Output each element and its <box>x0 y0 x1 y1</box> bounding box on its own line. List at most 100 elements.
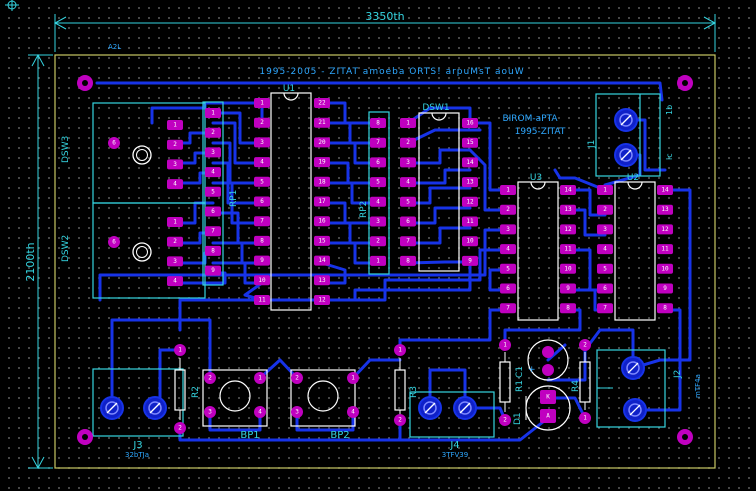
u1-pad: 10 <box>254 275 270 286</box>
u3-pad: 8 <box>560 303 576 314</box>
r2-pad-number: 2 <box>178 425 182 432</box>
rp2-pad: 2 <box>370 236 386 247</box>
j3-label: J3 <box>132 440 142 451</box>
u1-pad: 13 <box>314 275 330 286</box>
r3-pad-number: 2 <box>398 417 402 424</box>
u1-pad-number: 15 <box>318 237 326 244</box>
height-dimension: 2100th <box>24 53 53 470</box>
dsw1-pad: 5 <box>400 196 416 207</box>
resistor-r3[interactable]: R3 <box>394 358 419 420</box>
u1-pad-number: 8 <box>260 237 264 244</box>
rp2-pad-number: 6 <box>376 159 380 166</box>
u3-pad: 10 <box>560 263 576 274</box>
u2-pad-number: 2 <box>603 206 607 213</box>
r2-label: R2 <box>191 386 201 398</box>
u2-pad-number: 5 <box>603 265 607 272</box>
u2-pad: 12 <box>657 224 673 235</box>
rp1-pad: 3 <box>205 147 221 158</box>
connector-j1[interactable]: J1 1b lc <box>587 93 674 177</box>
dsw1-pad-number: 4 <box>406 179 410 186</box>
u1-pad-number: 13 <box>318 277 326 284</box>
r1-pad: 1 <box>499 339 511 351</box>
dip-switch-dsw1[interactable]: DSW1 <box>418 103 460 272</box>
u1-pad: 1 <box>254 98 270 108</box>
u3-pad: 2 <box>500 204 516 215</box>
resistor-pack-rp2[interactable]: RP2 <box>359 111 390 275</box>
u1-pad-number: 21 <box>318 119 326 126</box>
u3-pad-number: 5 <box>506 265 510 272</box>
rp2-pad: 7 <box>370 137 386 148</box>
dsw2-pad: 3 <box>167 256 183 267</box>
dsw2-pad-number: 1 <box>173 219 177 226</box>
r2-pad: 2 <box>174 422 186 434</box>
u3-pad-number: 12 <box>564 226 572 233</box>
j3-text: 32bTJa <box>125 451 149 459</box>
r1-pad-number: 1 <box>503 342 507 349</box>
u2-pad: 14 <box>657 185 673 195</box>
u2-pad: 3 <box>597 224 613 235</box>
rp1-label: RP1 <box>229 190 239 207</box>
board-outline <box>54 54 716 469</box>
bp1-pad: 1 <box>254 372 266 384</box>
ic-u2[interactable]: U2 <box>614 173 656 321</box>
rp1-pad-number: 5 <box>211 188 215 195</box>
rp2-pad-number: 8 <box>376 120 380 127</box>
rp2-pad: 4 <box>370 196 386 207</box>
u1-pad-number: 12 <box>318 297 326 304</box>
rp1-pad-number: 8 <box>211 247 215 254</box>
dsw1-pad: 15 <box>462 137 478 148</box>
resistor-r4[interactable]: R4 <box>571 352 591 410</box>
connector-j4[interactable]: J4 3TFV39 <box>409 391 495 459</box>
u1-pad-number: 2 <box>260 119 264 126</box>
ic-u3[interactable]: U3 <box>517 173 559 321</box>
u1-pad: 14 <box>314 255 330 266</box>
u2-pad-number: 7 <box>603 305 607 312</box>
u3-pad-number: 1 <box>506 187 510 194</box>
u1-pad: 15 <box>314 235 330 246</box>
led-d1[interactable]: D1 <box>513 385 571 431</box>
dsw3-pad-number: 4 <box>173 181 177 188</box>
resistor-pack-rp1[interactable]: RP1 <box>202 101 239 286</box>
u1-pad-number: 1 <box>260 100 264 107</box>
rp1-pad-number: 2 <box>211 129 215 136</box>
dsw1-pad-number: 5 <box>406 198 410 205</box>
dsw1-pad: 14 <box>462 157 478 168</box>
rp1-pad-number: 6 <box>211 208 215 215</box>
dsw2-pad: 1 <box>167 217 183 227</box>
rp1-pad: 2 <box>205 127 221 138</box>
r3-label: R3 <box>409 386 419 398</box>
j4-label: J4 <box>449 440 459 451</box>
u3-pad-number: 4 <box>506 246 510 253</box>
r3-pad: 2 <box>394 414 406 426</box>
rp2-pad-number: 3 <box>376 218 380 225</box>
pushbutton-bp1[interactable]: BP1 <box>202 369 268 441</box>
u3-pad-number: 13 <box>564 206 572 213</box>
capacitor-c1[interactable]: + C1 <box>515 339 569 381</box>
connector-j2[interactable]: J2 mTF4a <box>596 349 702 428</box>
dsw2-common-pad: 6 <box>108 236 120 248</box>
u1-pad-number: 19 <box>318 159 326 166</box>
u3-pad: 1 <box>500 185 516 195</box>
u2-pad-number: 3 <box>603 226 607 233</box>
rp1-pad: 5 <box>205 186 221 197</box>
rp1-pad: 9 <box>205 265 221 276</box>
resistor-r2[interactable]: R2 <box>174 358 201 420</box>
dsw2-pad-number: 4 <box>173 278 177 285</box>
rp1-pad-number: 7 <box>211 228 215 235</box>
j1-text-b: lc <box>665 153 674 160</box>
u2-pad-number: 4 <box>603 246 607 253</box>
dip-switch-dsw3[interactable]: DSW3 <box>61 102 206 204</box>
dsw1-pad-number: 8 <box>406 257 410 264</box>
dsw3-pad: 1 <box>167 120 183 130</box>
ic-u1[interactable]: U1 <box>270 84 312 311</box>
r3-pad-number: 1 <box>398 347 402 354</box>
u2-pad-number: 14 <box>661 187 669 194</box>
led-pad-a-label: A <box>546 413 550 420</box>
u2-pad: 1 <box>597 185 613 195</box>
connector-j3[interactable]: J3 32bTJa <box>92 368 184 459</box>
pushbutton-bp2[interactable]: BP2 <box>290 369 356 441</box>
resistor-r1[interactable]: R1 <box>499 352 525 412</box>
u2-pad: 4 <box>597 244 613 255</box>
u2-pad-number: 13 <box>661 206 669 213</box>
